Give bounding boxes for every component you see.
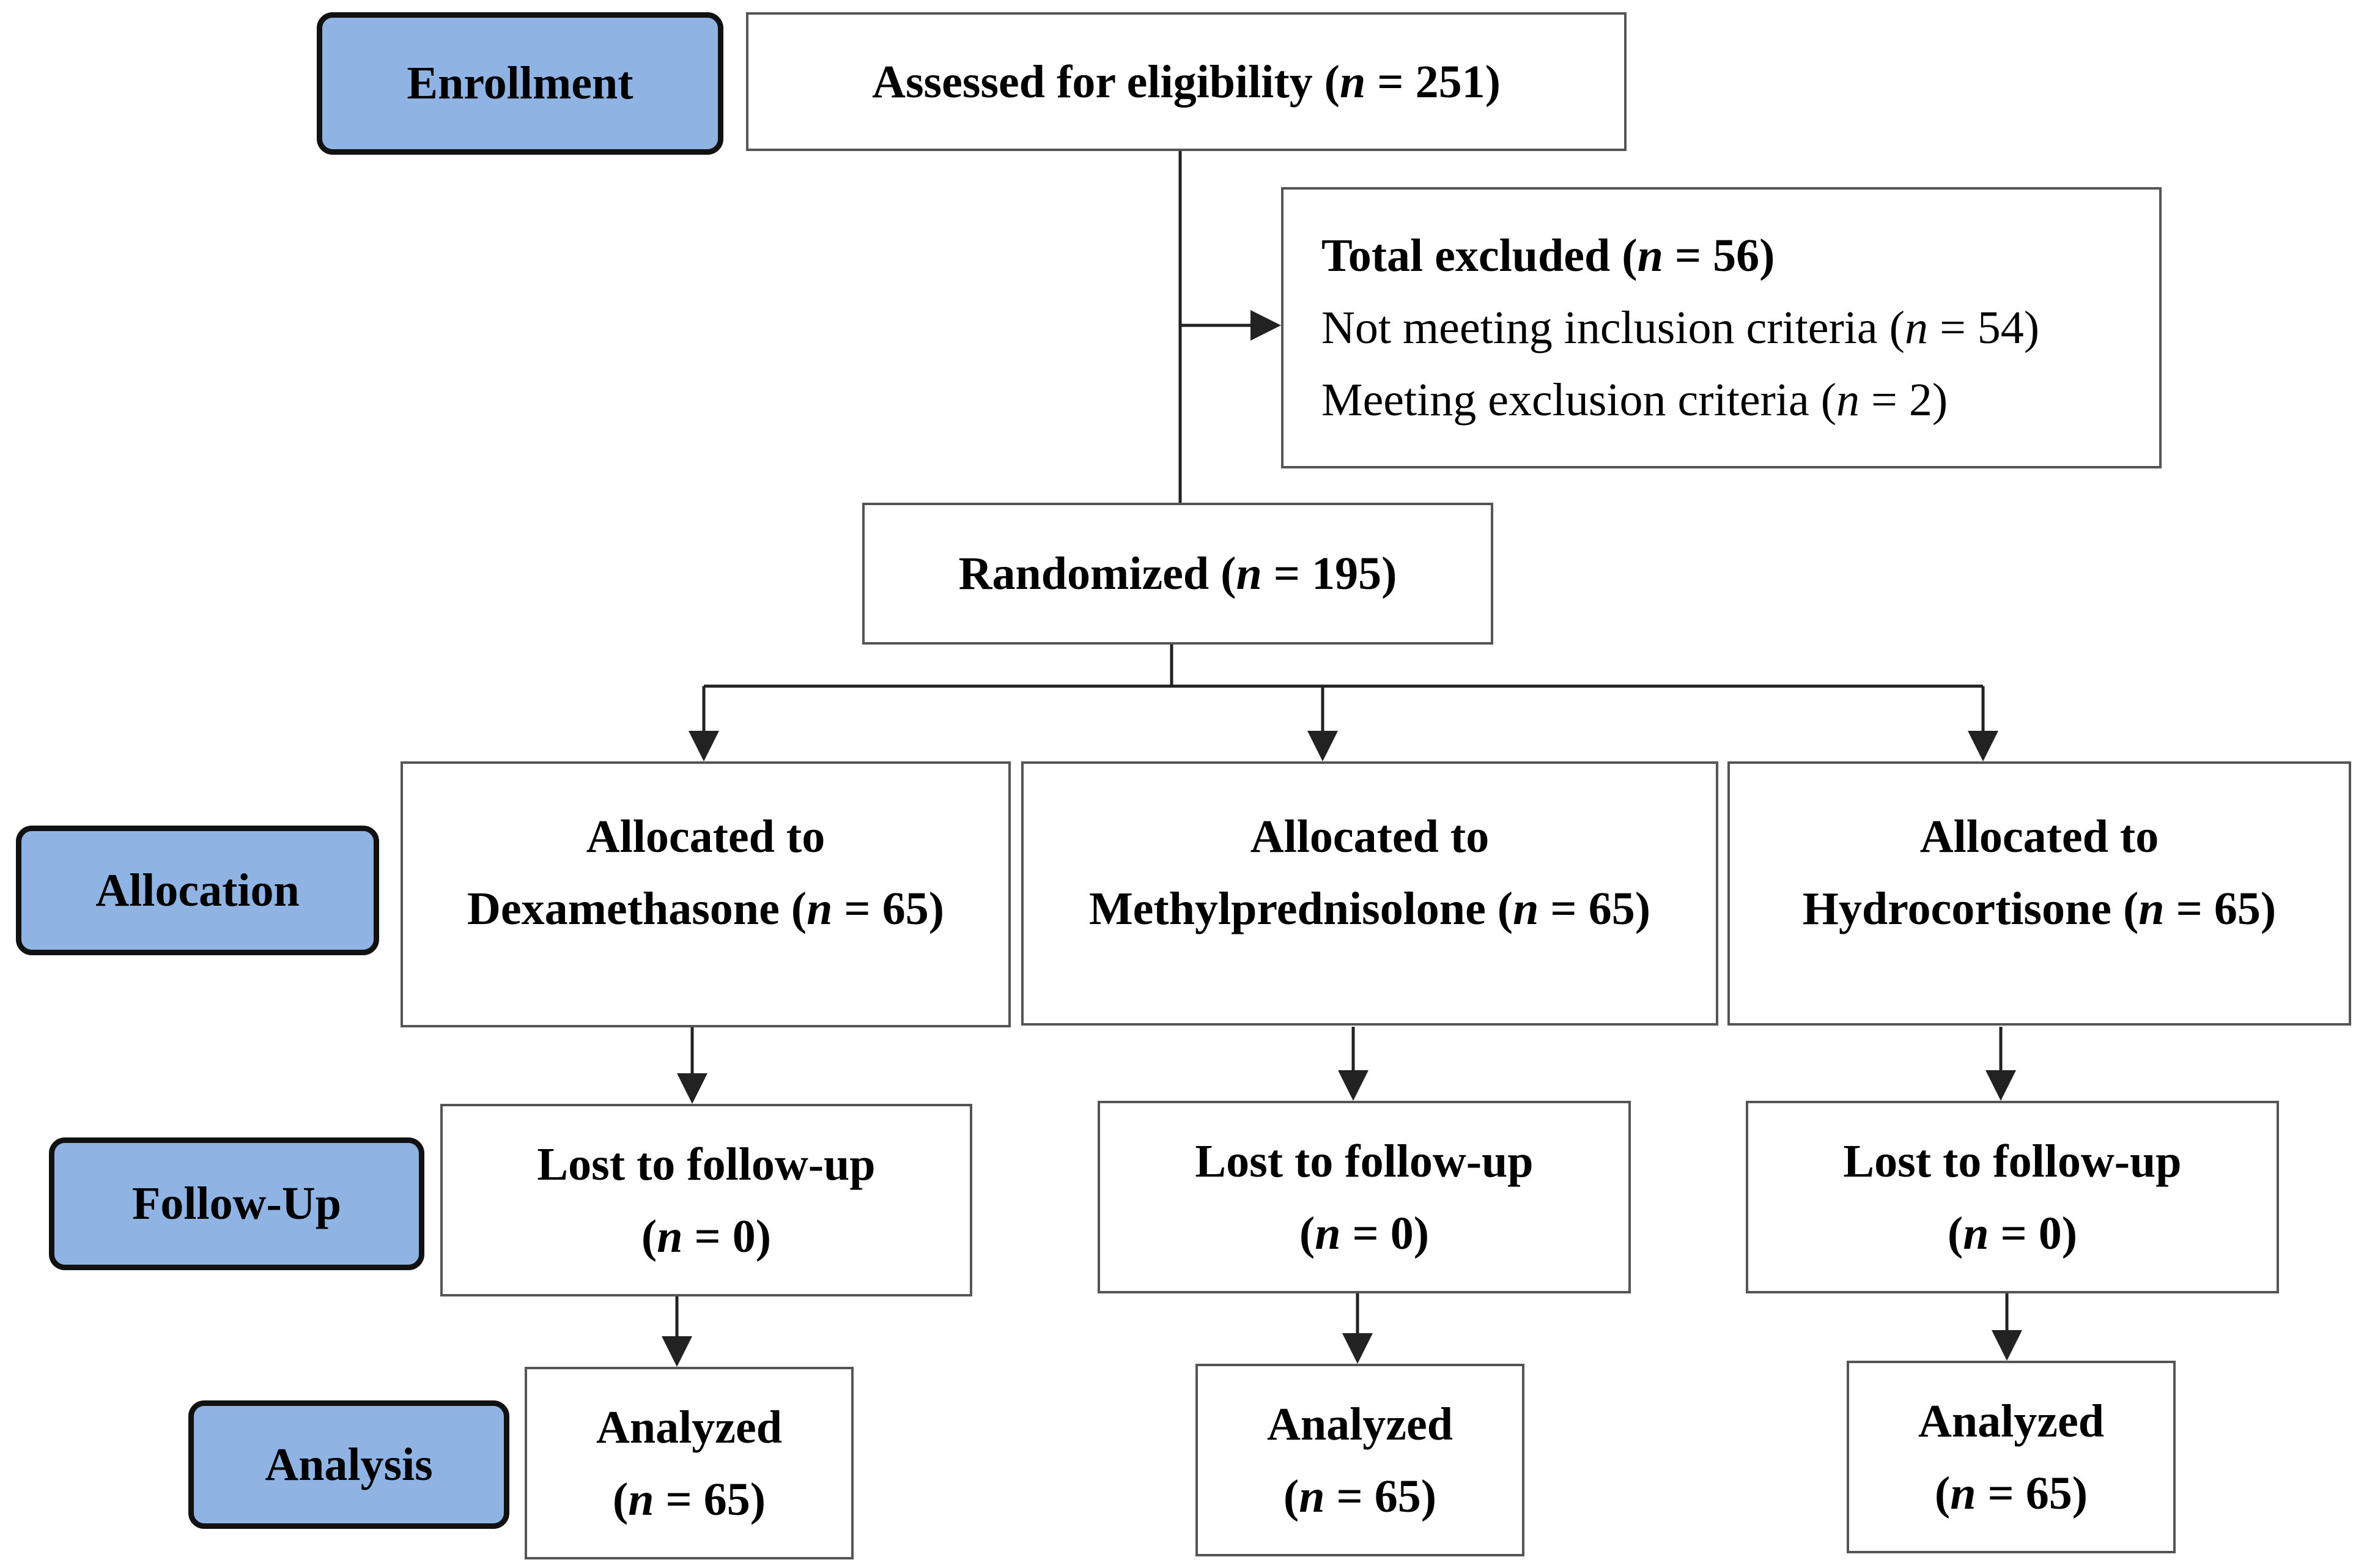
stage-allocation: Allocation	[16, 826, 379, 955]
excluded-box: Total excluded (n = 56) Not meeting incl…	[1281, 187, 2162, 468]
allocation-line1: Allocated to	[1919, 811, 2159, 862]
followup-box-methylprednisolone: Lost to follow-up (n = 0)	[1098, 1101, 1631, 1293]
allocation-line1: Allocated to	[586, 811, 826, 862]
excluded-inclusion-line: Not meeting inclusion criteria (n = 54)	[1321, 302, 2040, 353]
stage-follow-up-label: Follow-Up	[132, 1178, 341, 1229]
excluded-exclusion-line: Meeting exclusion criteria (n = 2)	[1321, 374, 1948, 426]
analysis-box-methylprednisolone: Analyzed (n = 65)	[1195, 1364, 1524, 1556]
allocation-line1: Allocated to	[1250, 811, 1490, 862]
followup-box-dexamethasone: Lost to follow-up (n = 0)	[440, 1104, 972, 1296]
analysis-box-dexamethasone: Analyzed (n = 65)	[525, 1367, 854, 1559]
allocation-line2: Hydrocortisone (n = 65)	[1802, 883, 2277, 934]
stage-enrollment: Enrollment	[317, 12, 723, 155]
followup-box-hydrocortisone: Lost to follow-up (n = 0)	[1746, 1101, 2279, 1293]
followup-line1: Lost to follow-up	[537, 1138, 876, 1190]
analysis-line1: Analyzed	[596, 1401, 782, 1453]
followup-line2: (n = 0)	[1299, 1207, 1430, 1259]
randomized-text: Randomized (n = 195)	[958, 548, 1397, 599]
stage-enrollment-label: Enrollment	[407, 57, 633, 109]
analysis-line1: Analyzed	[1267, 1398, 1453, 1450]
allocation-box-hydrocortisone: Allocated to Hydrocortisone (n = 65)	[1727, 761, 2351, 1026]
allocation-box-methylprednisolone: Allocated to Methylprednisolone (n = 65)	[1021, 761, 1718, 1026]
stage-analysis: Analysis	[188, 1400, 509, 1529]
followup-line2: (n = 0)	[1947, 1207, 2078, 1259]
analysis-line2: (n = 65)	[1934, 1467, 2088, 1519]
followup-line1: Lost to follow-up	[1843, 1135, 2182, 1187]
randomized-box: Randomized (n = 195)	[862, 503, 1493, 645]
stage-allocation-label: Allocation	[95, 864, 300, 916]
allocation-line2: Methylprednisolone (n = 65)	[1088, 883, 1651, 934]
stage-analysis-label: Analysis	[265, 1438, 433, 1490]
analysis-line2: (n = 65)	[612, 1473, 766, 1525]
allocation-box-dexamethasone: Allocated to Dexamethasone (n = 65)	[401, 761, 1011, 1027]
excluded-title: Total excluded (n = 56)	[1321, 230, 1775, 281]
analysis-line1: Analyzed	[1918, 1395, 2104, 1447]
stage-follow-up: Follow-Up	[49, 1137, 424, 1270]
followup-line2: (n = 0)	[641, 1210, 772, 1262]
analysis-line2: (n = 65)	[1283, 1470, 1437, 1522]
analysis-box-hydrocortisone: Analyzed (n = 65)	[1847, 1361, 2176, 1553]
assessed-text: Assessed for eligibility (n = 251)	[872, 56, 1501, 108]
followup-line1: Lost to follow-up	[1195, 1135, 1534, 1187]
allocation-line2: Dexamethasone (n = 65)	[467, 883, 945, 934]
assessed-box: Assessed for eligibility (n = 251)	[746, 12, 1627, 151]
